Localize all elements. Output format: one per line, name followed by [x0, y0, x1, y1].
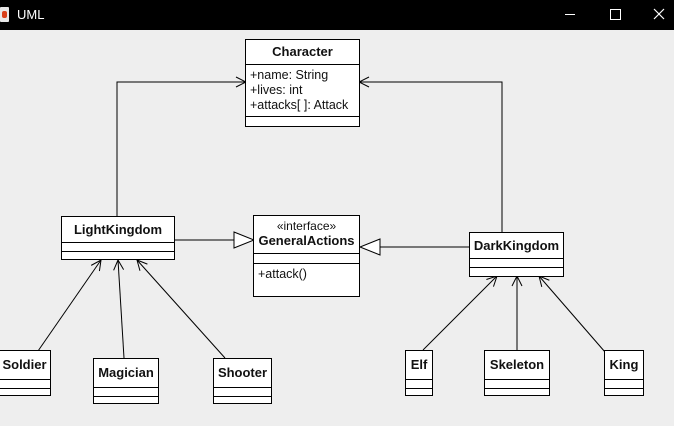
attributes-compartment — [94, 387, 158, 396]
class-lightkingdom[interactable]: LightKingdom — [61, 216, 175, 260]
class-name: Soldier — [2, 357, 47, 372]
attributes-compartment: +name: String +lives: int +attacks[ ]: A… — [246, 64, 359, 116]
stereotype-label: «interface» — [276, 219, 337, 233]
operation: +attack() — [258, 267, 307, 281]
operations-compartment — [485, 388, 549, 397]
window-title: UML — [17, 7, 45, 22]
assoc-elf-darkkingdom — [422, 276, 497, 351]
realization-arrowhead — [233, 231, 256, 249]
close-icon — [653, 8, 665, 20]
close-button[interactable] — [636, 0, 674, 30]
class-name: LightKingdom — [73, 222, 163, 237]
class-skeleton[interactable]: Skeleton — [484, 350, 550, 396]
attributes-compartment — [470, 258, 563, 267]
operations-compartment — [94, 396, 158, 405]
assoc-darkkingdom-character — [359, 82, 503, 232]
operations-compartment: +attack() — [254, 263, 359, 282]
diagram-canvas: Character +name: String +lives: int +att… — [0, 30, 674, 426]
class-name: Skeleton — [489, 357, 545, 372]
class-shooter[interactable]: Shooter — [213, 358, 272, 404]
class-soldier[interactable]: Soldier — [0, 350, 51, 396]
attributes-compartment — [214, 387, 271, 396]
class-name: GeneralActions — [258, 233, 355, 248]
maximize-button[interactable] — [592, 0, 638, 30]
assoc-soldier-lightkingdom — [37, 260, 101, 352]
class-character[interactable]: Character +name: String +lives: int +att… — [245, 39, 360, 127]
title-bar: UML — [0, 0, 674, 30]
attributes-compartment — [605, 379, 643, 388]
connectors — [37, 30, 606, 359]
class-name: Shooter — [217, 365, 268, 380]
maximize-icon — [610, 9, 621, 20]
operations-compartment — [0, 388, 50, 397]
operations-compartment — [406, 388, 432, 397]
attributes-compartment — [62, 242, 174, 251]
minimize-button[interactable] — [547, 0, 593, 30]
class-name: Character — [272, 44, 333, 59]
assoc-king-darkkingdom — [539, 276, 606, 353]
class-elf[interactable]: Elf — [405, 350, 433, 396]
java-cup-icon — [0, 7, 9, 22]
attributes-compartment — [485, 379, 549, 388]
operations-compartment — [62, 251, 174, 260]
operations-compartment — [214, 396, 271, 405]
class-darkkingdom[interactable]: DarkKingdom — [469, 232, 564, 277]
class-name: King — [609, 357, 639, 372]
attributes-compartment — [0, 379, 50, 388]
interface-generalactions[interactable]: «interface» GeneralActions +attack() — [253, 215, 360, 297]
realization-arrowhead — [358, 238, 381, 256]
assoc-shooter-lightkingdom — [137, 260, 226, 359]
attributes-compartment — [406, 379, 432, 388]
class-name: Magician — [98, 365, 154, 380]
minimize-icon — [565, 14, 575, 15]
attribute: +attacks[ ]: Attack — [250, 98, 349, 112]
assoc-magician-lightkingdom — [118, 260, 125, 359]
assoc-lightkingdom-character — [116, 82, 246, 216]
operations-compartment — [605, 388, 643, 397]
operations-compartment — [470, 267, 563, 276]
attributes-compartment — [254, 253, 359, 263]
class-king[interactable]: King — [604, 350, 644, 396]
class-magician[interactable]: Magician — [93, 358, 159, 404]
attribute: +lives: int — [250, 83, 303, 97]
class-name: DarkKingdom — [473, 238, 560, 253]
attribute: +name: String — [250, 68, 329, 82]
class-name: Elf — [410, 357, 428, 372]
operations-compartment — [246, 116, 359, 127]
